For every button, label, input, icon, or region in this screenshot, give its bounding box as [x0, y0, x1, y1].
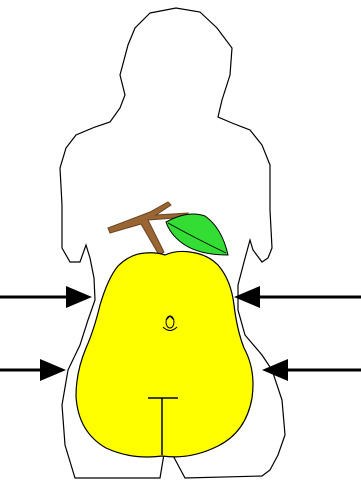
arrow-left-hips: [0, 359, 66, 381]
arrow-right-waist: [234, 286, 361, 308]
arrow-right-hips: [262, 359, 361, 381]
arrow-left-waist: [0, 286, 92, 308]
